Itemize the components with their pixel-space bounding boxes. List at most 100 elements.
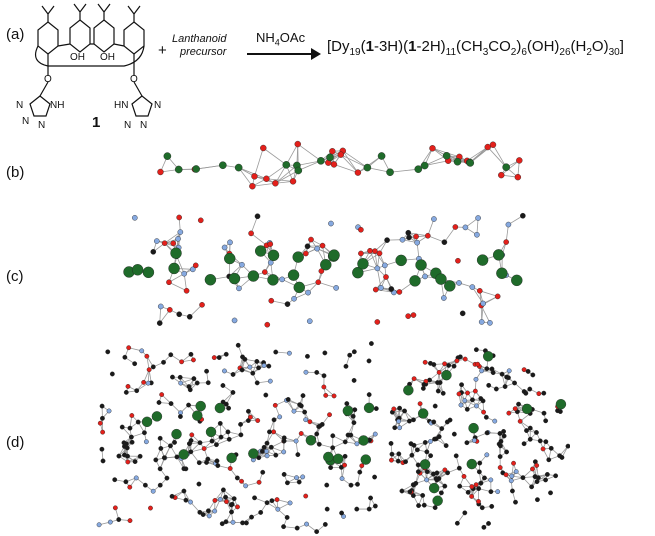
nitrogen-atom [212, 508, 218, 514]
bond [238, 167, 267, 180]
carbon-atom [266, 363, 272, 369]
dy-atom [293, 281, 305, 294]
nitrogen-atom [422, 273, 428, 280]
carbon-atom [416, 503, 421, 509]
carbon-atom [116, 517, 122, 522]
carbon-atom [516, 401, 521, 407]
carbon-atom [355, 481, 360, 487]
carbon-atom [348, 482, 354, 488]
carbon-atom [440, 390, 446, 396]
carbon-atom [403, 459, 408, 465]
carbon-atom [132, 361, 138, 367]
oxygen-atom [497, 465, 503, 470]
bond [374, 251, 378, 269]
carbon-atom [161, 455, 167, 461]
nitrogen-atom [143, 439, 149, 445]
carbon-atom [176, 311, 183, 318]
oxygen-atom [112, 505, 118, 511]
carbon-atom [521, 441, 527, 447]
carbon-atom [345, 432, 351, 438]
carbon-atom [264, 500, 270, 506]
panel-label-c: (c) [6, 268, 24, 285]
carbon-atom [217, 421, 223, 426]
oxygen-atom [506, 410, 512, 416]
carbon-atom [431, 419, 437, 425]
nitrogen-atom [178, 380, 184, 386]
carbon-atom [513, 499, 518, 505]
carbon-atom [273, 452, 279, 458]
carbon-atom [543, 418, 549, 424]
oxygen-atom [318, 268, 325, 274]
carbon-atom [457, 483, 463, 489]
carbon-atom [350, 413, 356, 419]
carbon-atom [261, 444, 267, 450]
nitrogen-atom [264, 453, 270, 459]
carbon-atom [446, 363, 452, 368]
dy-atom [420, 161, 429, 170]
carbon-atom [226, 405, 232, 411]
oxygen-atom [308, 236, 314, 243]
carbon-atom [520, 212, 526, 219]
dy-atom [228, 272, 241, 285]
carbon-atom [100, 415, 105, 421]
carbon-atom [127, 425, 133, 431]
dy-atom [403, 385, 414, 396]
bond [424, 160, 449, 166]
carbon-atom [451, 363, 457, 369]
nitrogen-atom [304, 521, 309, 527]
bond [285, 143, 299, 166]
carbon-atom [191, 376, 197, 382]
carbon-atom [319, 422, 325, 427]
carbon-atom [297, 402, 303, 408]
oxygen-atom [97, 420, 103, 426]
carbon-atom [524, 428, 529, 433]
dy-atom [174, 165, 183, 174]
carbon-atom [123, 479, 129, 485]
carbon-atom [122, 354, 128, 360]
dy-atom [192, 410, 203, 421]
dy-atom [195, 400, 206, 412]
carbon-atom [543, 439, 549, 445]
carbon-atom [504, 374, 510, 380]
carbon-atom [459, 382, 464, 388]
oxygen-atom [374, 319, 381, 325]
carbon-atom [252, 495, 257, 501]
carbon-atom [497, 454, 503, 459]
oxygen-atom [323, 392, 329, 398]
bond [492, 144, 507, 168]
oxygen-atom [354, 169, 362, 176]
oxygen-atom [372, 286, 379, 293]
bond [275, 170, 299, 184]
oxygen-atom [413, 233, 419, 240]
carbon-atom [395, 458, 401, 464]
dy-atom [342, 405, 354, 417]
nitrogen-atom [458, 402, 464, 408]
oxygen-atom [461, 473, 467, 479]
carbon-atom [473, 347, 479, 353]
nitrogen-atom [150, 488, 156, 494]
nitrogen-atom [441, 295, 447, 301]
carbon-atom [343, 363, 349, 369]
nitrogen-atom [431, 216, 437, 222]
carbon-atom [168, 443, 173, 449]
dy-atom [142, 266, 155, 279]
nitrogen-atom [294, 475, 299, 481]
bond [263, 147, 287, 166]
carbon-atom [216, 355, 222, 360]
oxygen-atom [436, 369, 442, 375]
carbon-atom [295, 452, 301, 458]
lanthanoid-precursor-label: Lanthanoid precursor [172, 33, 226, 59]
dy-atom [170, 247, 182, 259]
carbon-atom [437, 380, 443, 385]
carbon-atom [219, 521, 225, 527]
carbon-atom [407, 489, 413, 495]
bond [501, 160, 520, 176]
nitrogen-atom [287, 350, 292, 356]
dy-atom [466, 159, 475, 167]
bond [342, 150, 368, 168]
carbon-atom [478, 480, 484, 486]
carbon-atom [183, 497, 189, 503]
nitrogen-atom [261, 363, 267, 368]
nitrogen-atom [339, 476, 345, 481]
carbon-atom [357, 469, 363, 475]
